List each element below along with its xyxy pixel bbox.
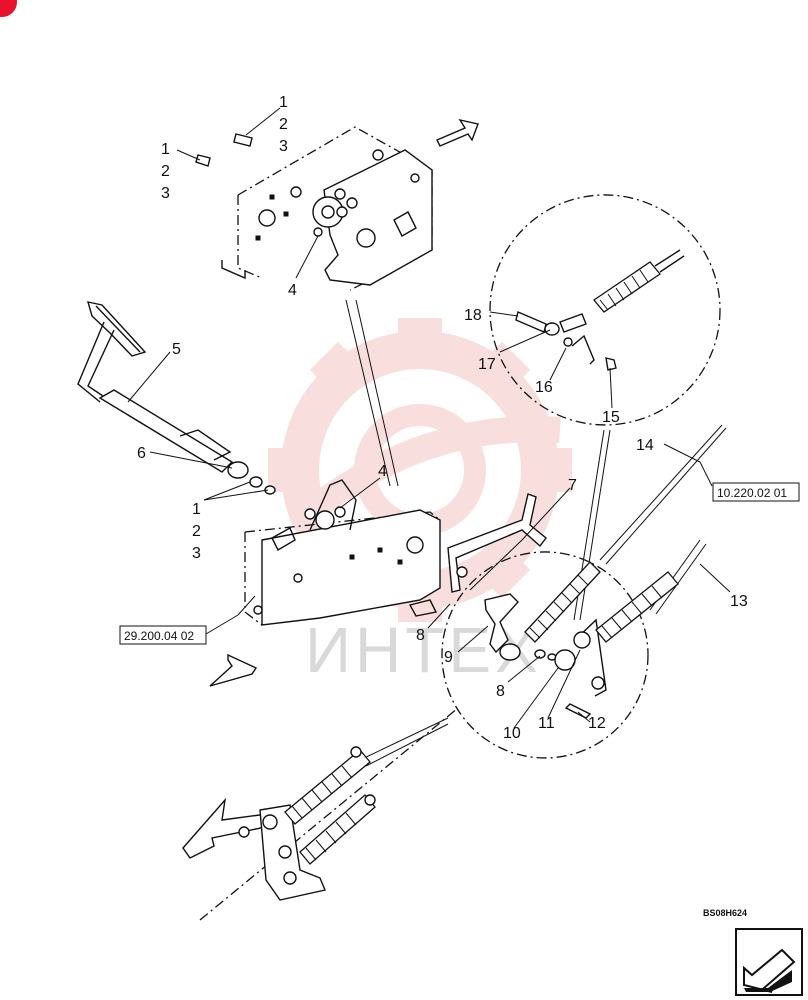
callout-13: 13 <box>730 593 748 610</box>
callout-15: 15 <box>602 409 620 426</box>
corner-badge <box>0 0 17 17</box>
bottom-assembly <box>182 707 459 921</box>
top-bracket-assembly <box>195 118 479 291</box>
middle-bracket-assembly <box>209 479 547 687</box>
callout-2: 2 <box>279 116 288 133</box>
figure-code: BS08H624 <box>703 908 747 918</box>
callout-labels: 1 2 3 1 2 3 4 5 6 1 2 3 4 7 8 9 8 10 11 … <box>137 94 748 742</box>
reference-label: 29.200.04 02 <box>124 629 194 643</box>
callout-10: 10 <box>503 725 521 742</box>
callout-11: 11 <box>538 715 555 732</box>
callout-17: 17 <box>478 356 496 373</box>
detail-circle-lower <box>441 551 679 759</box>
callout-3: 3 <box>279 138 288 155</box>
callout-14: 14 <box>636 437 654 454</box>
callout-2: 2 <box>192 523 201 540</box>
callout-8: 8 <box>496 683 505 700</box>
detail-circle-upper <box>489 194 721 426</box>
callout-4: 4 <box>288 282 297 299</box>
callout-8: 8 <box>416 627 425 644</box>
callout-9: 9 <box>444 649 453 666</box>
callout-1: 1 <box>279 94 288 111</box>
callout-4: 4 <box>378 463 387 480</box>
callout-7: 7 <box>568 477 577 494</box>
pedal-assembly <box>77 301 276 495</box>
callout-1: 1 <box>161 141 170 158</box>
callout-6: 6 <box>137 445 146 462</box>
callout-16: 16 <box>535 379 553 396</box>
callout-12: 12 <box>588 715 606 732</box>
callout-2: 2 <box>161 163 170 180</box>
callout-3: 3 <box>161 185 170 202</box>
reference-label: 10.220.02 01 <box>717 486 787 500</box>
callout-18: 18 <box>464 307 482 324</box>
arrow-icon[interactable] <box>735 928 803 996</box>
callout-1: 1 <box>192 501 201 518</box>
leader-lines <box>127 107 731 729</box>
callout-3: 3 <box>192 545 201 562</box>
reference-box-right[interactable]: 10.220.02 01 <box>712 482 800 502</box>
callout-5: 5 <box>172 341 181 358</box>
reference-box-left[interactable]: 29.200.04 02 <box>119 625 207 645</box>
